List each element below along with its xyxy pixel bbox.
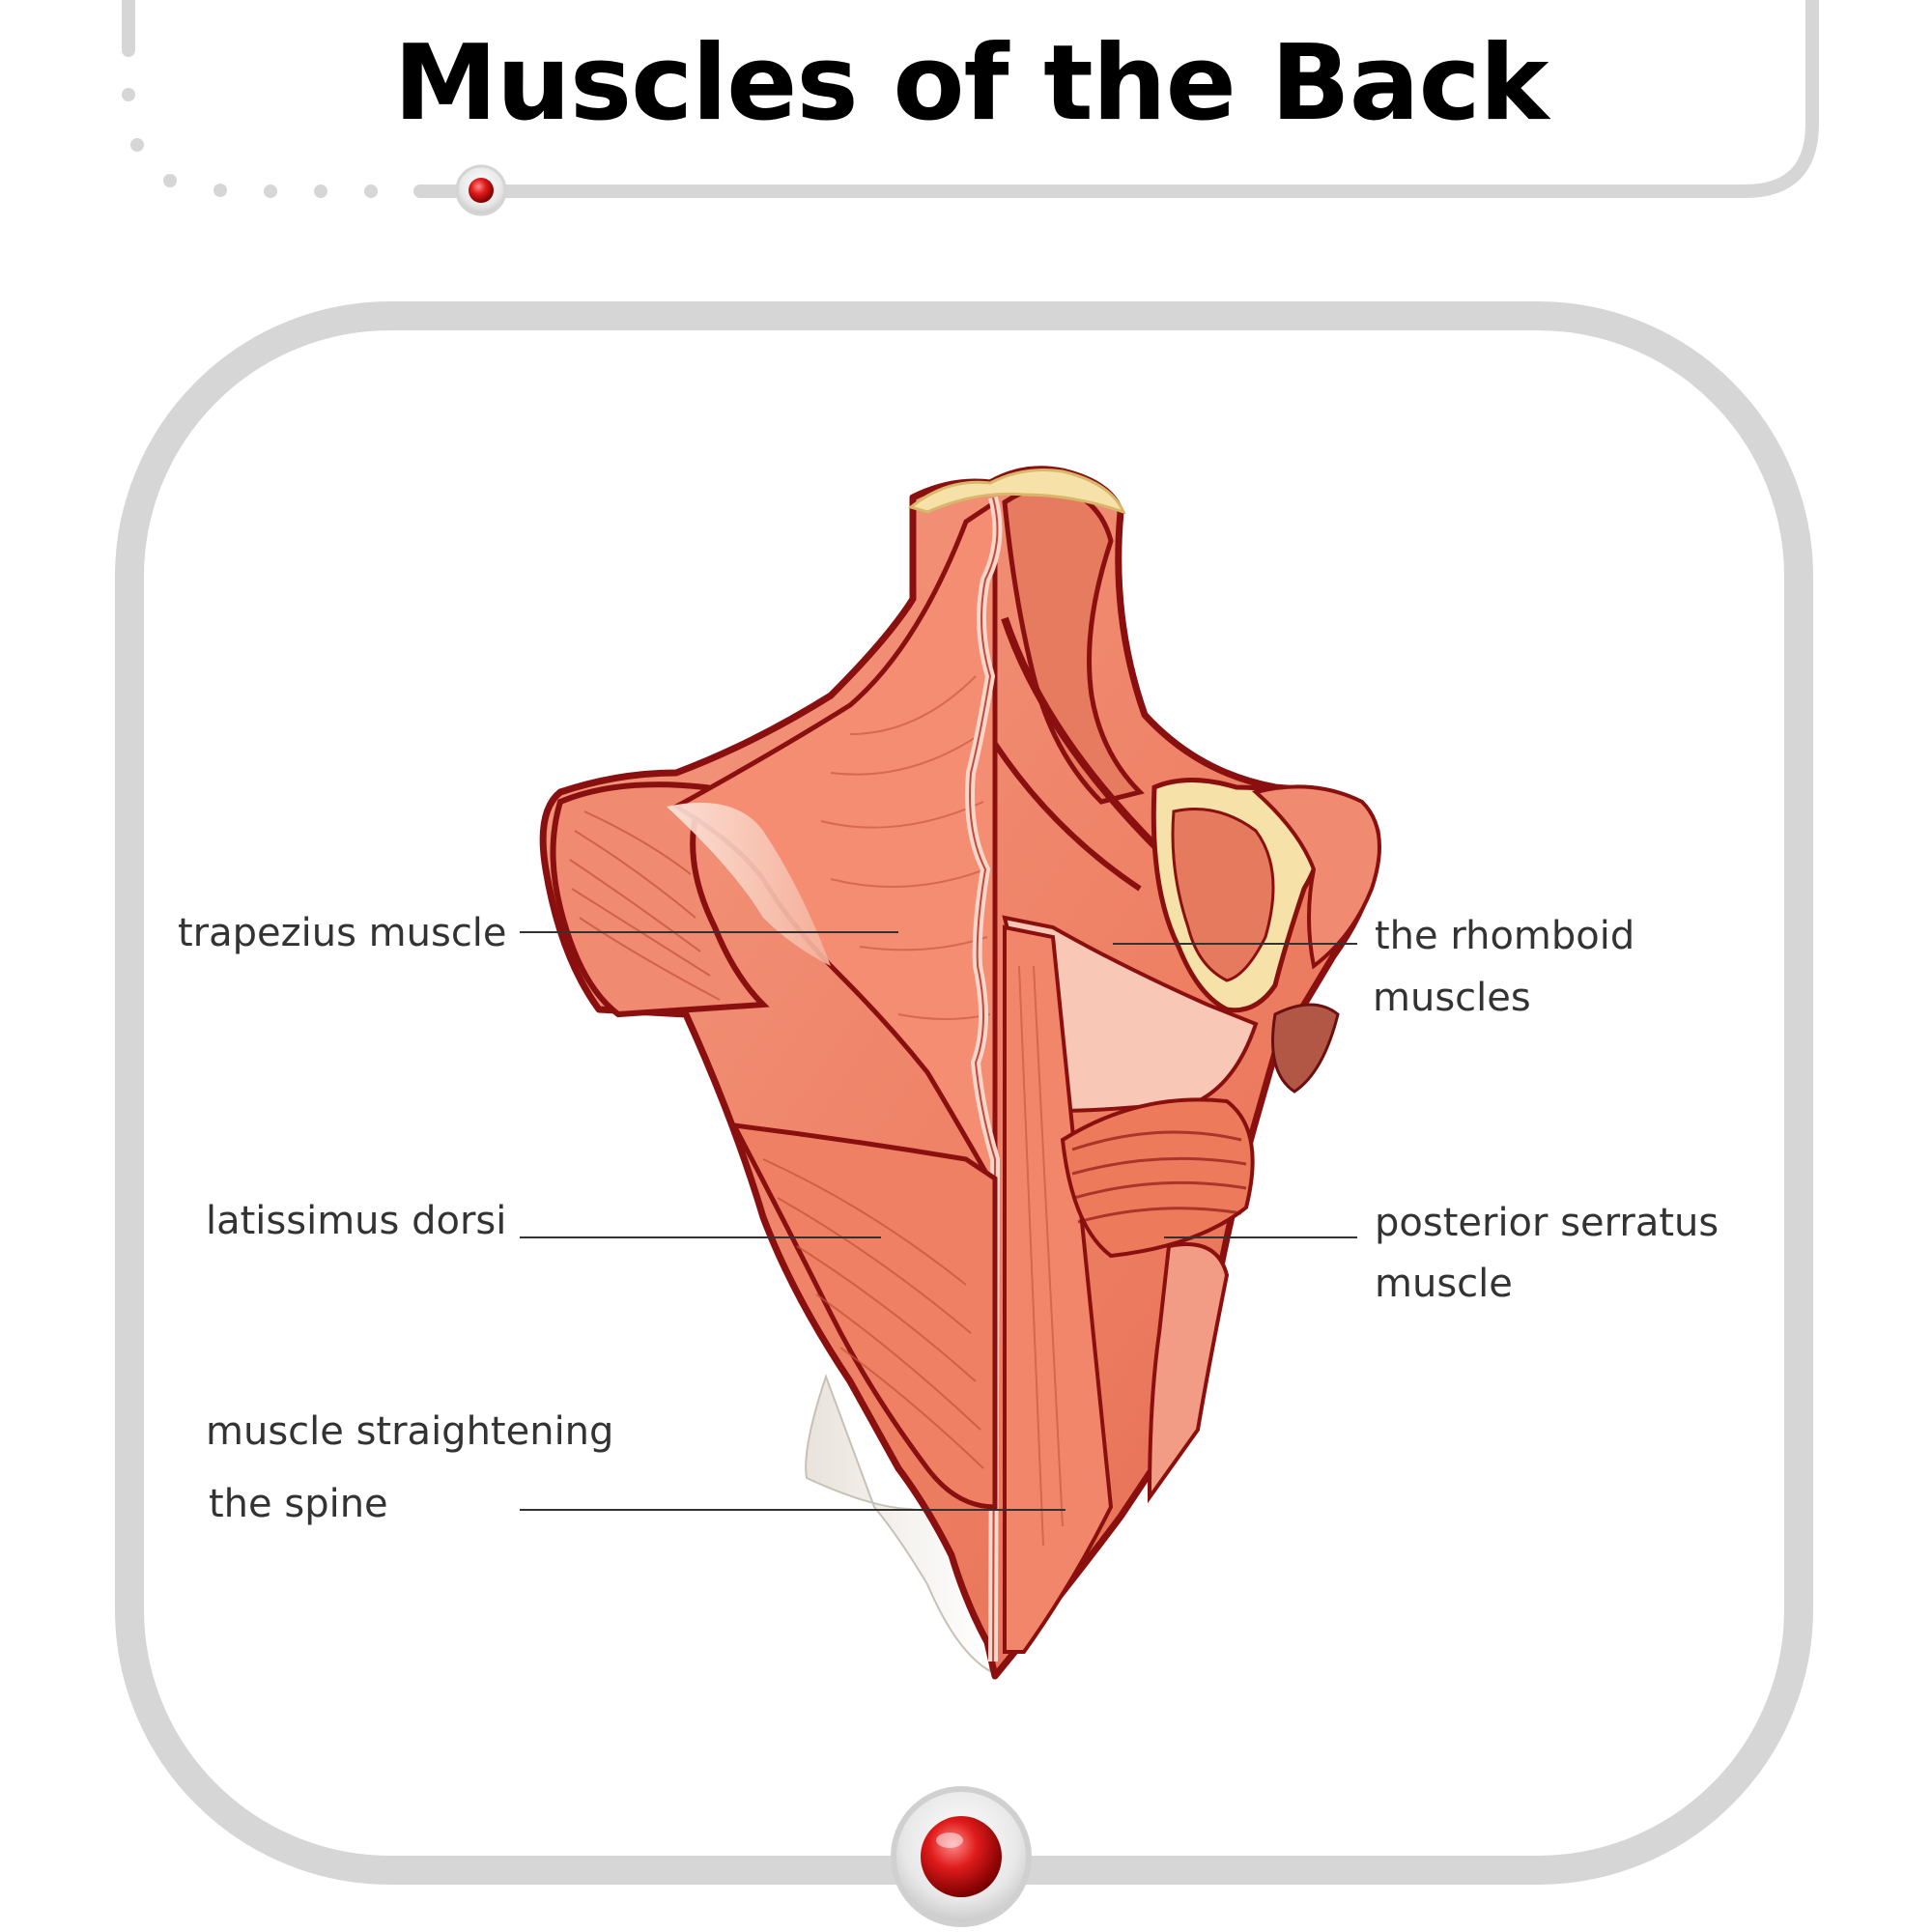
back-muscles-illustration <box>539 466 1381 1680</box>
label-rhomboid-line2: muscles <box>1373 976 1531 1020</box>
header-dot-trail <box>122 88 378 198</box>
label-trapezius: trapezius muscle <box>178 911 507 955</box>
main-frame <box>115 301 1813 1927</box>
page-title: Muscles of the Back <box>393 23 1549 144</box>
erector-spinae <box>1003 924 1114 1654</box>
label-rhomboid-line1: the rhomboid <box>1375 914 1635 958</box>
label-erector-line1: muscle straightening <box>206 1409 614 1454</box>
lower-right-muscle <box>1147 1242 1230 1504</box>
left-deltoid <box>550 781 770 1018</box>
label-serratus-line2: muscle <box>1375 1262 1513 1306</box>
shoulder-right <box>1251 784 1381 970</box>
latissimus-dorsi <box>729 1122 998 1510</box>
header-frame <box>122 0 1819 216</box>
header-red-marker <box>455 164 507 216</box>
label-erector-line2: the spine <box>209 1482 388 1526</box>
bottom-red-marker <box>891 1786 1032 1927</box>
label-serratus-line1: posterior serratus <box>1375 1201 1719 1245</box>
leader-lines <box>520 931 1357 1511</box>
neck-top <box>907 469 1126 515</box>
label-latissimus: latissimus dorsi <box>206 1199 507 1243</box>
